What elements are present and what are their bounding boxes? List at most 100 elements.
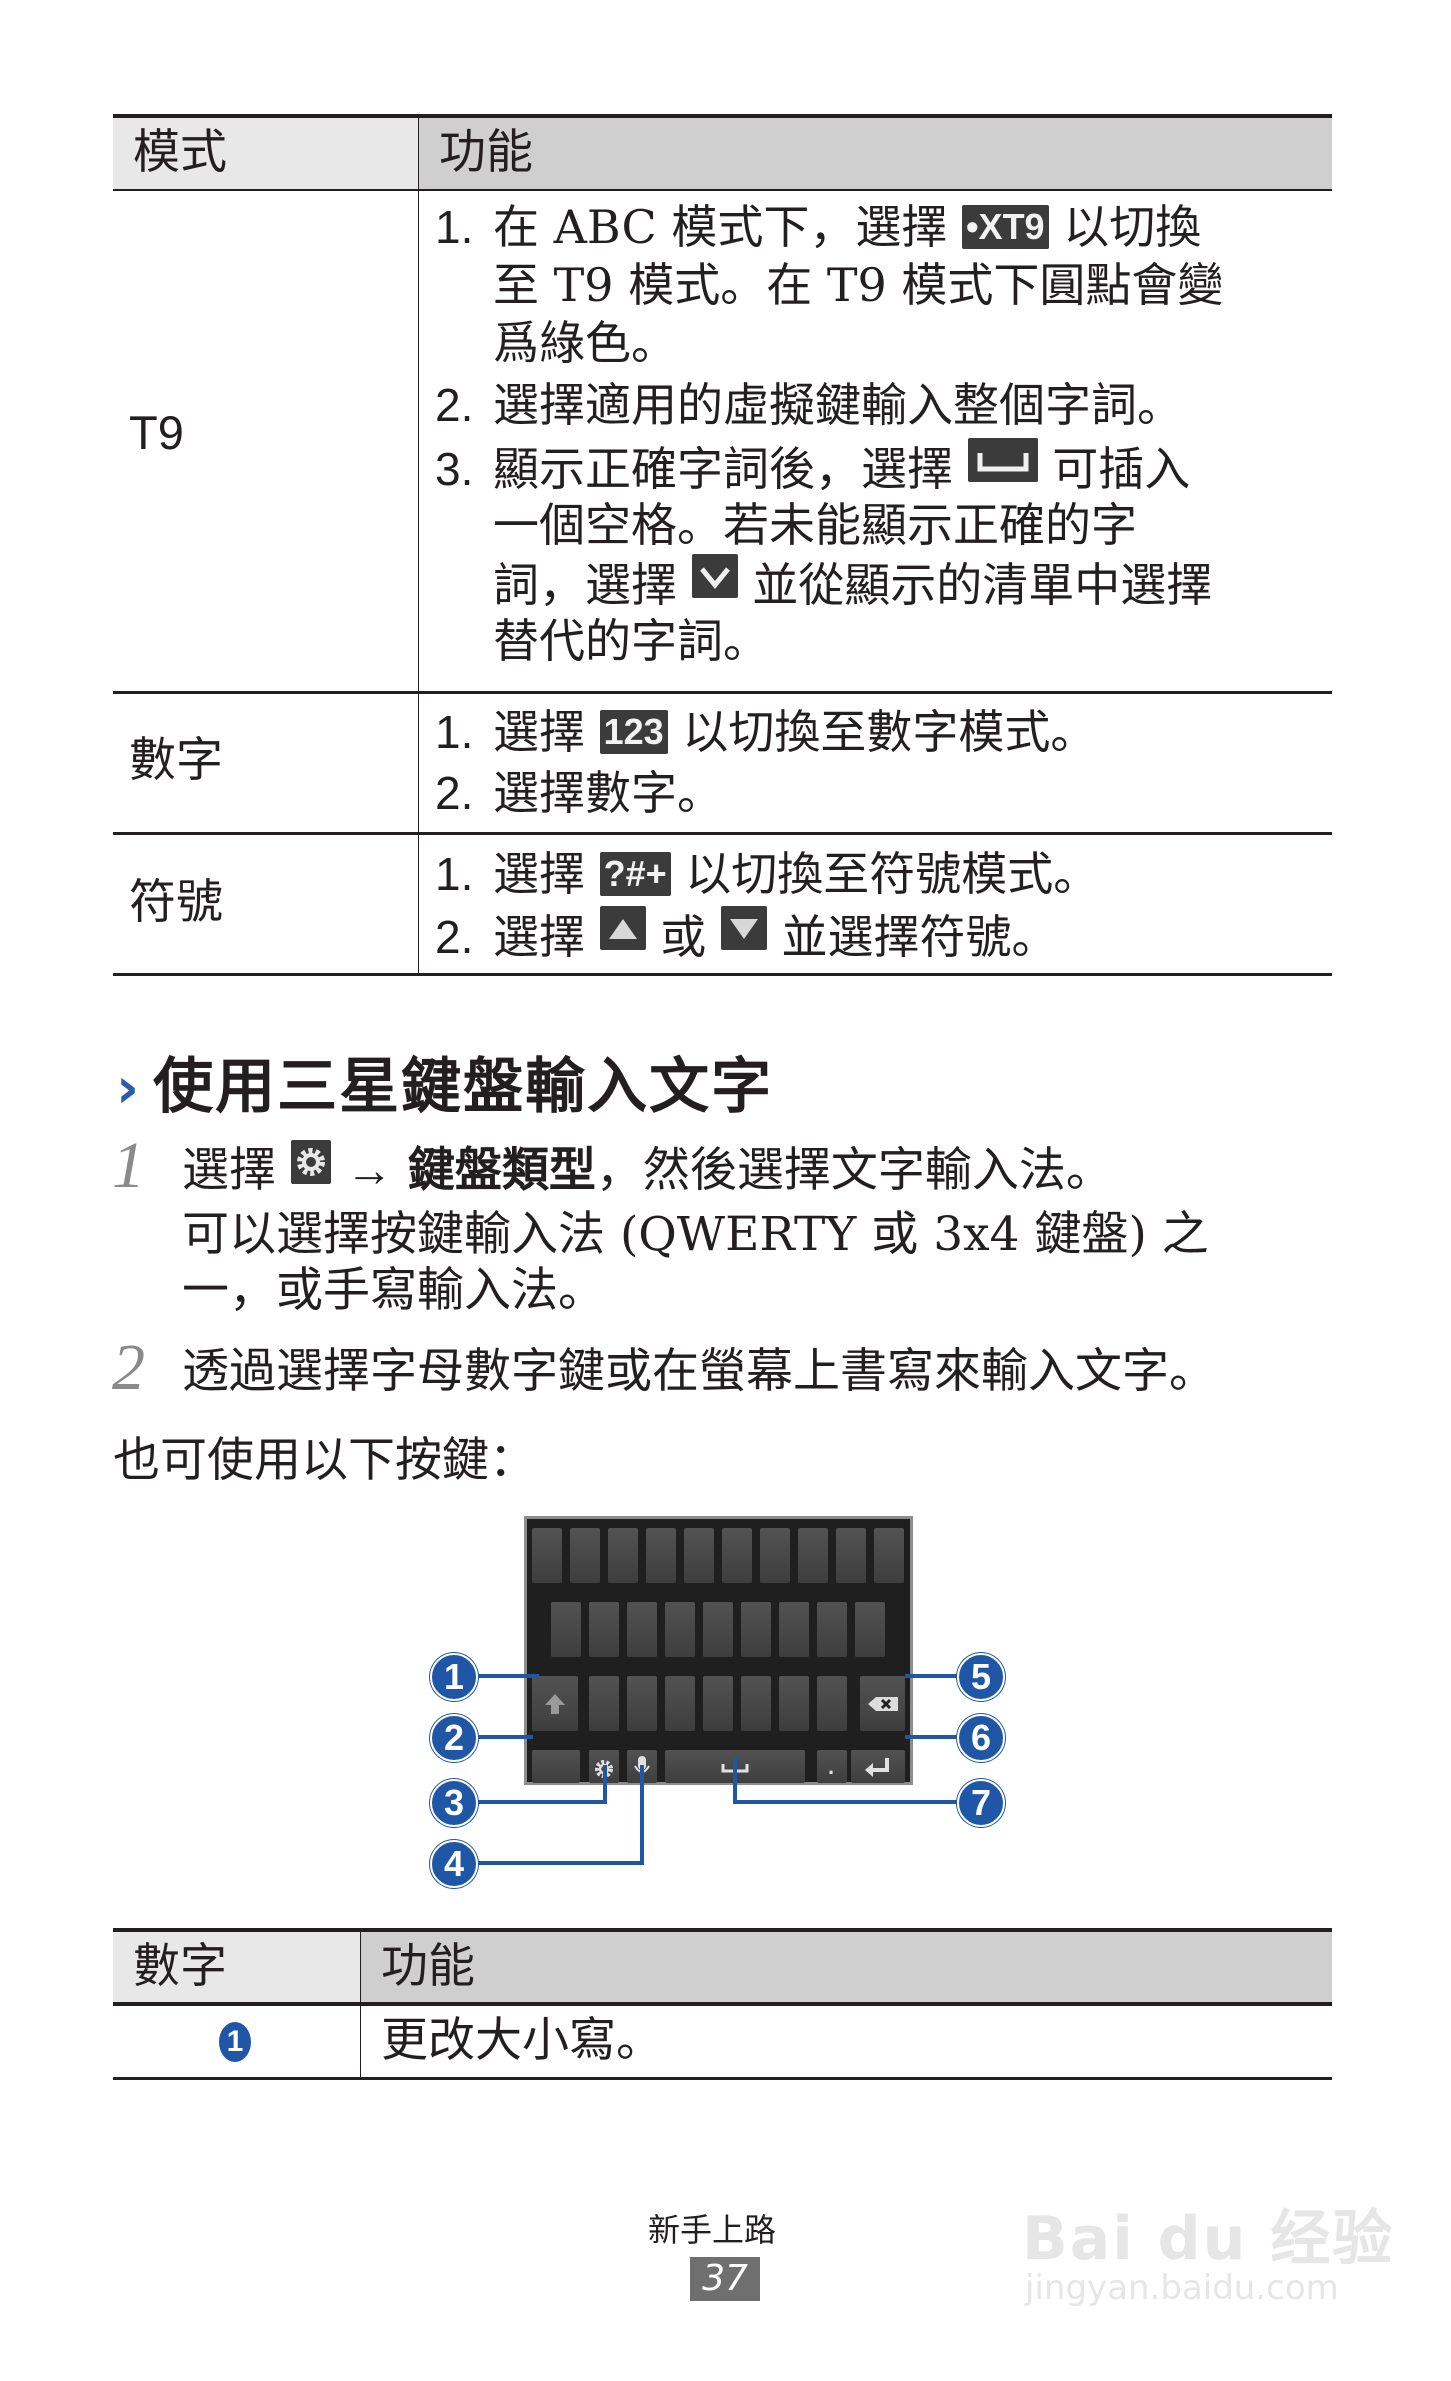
key	[627, 1602, 657, 1657]
callout-5: 5	[957, 1653, 1005, 1701]
t9-item-1-line3: 爲綠色。	[493, 316, 677, 370]
column-divider	[360, 1928, 361, 2078]
header-cell-function	[419, 114, 1332, 190]
chevron-right-icon: ›	[116, 1056, 142, 1121]
shift-arrow-icon	[545, 1694, 565, 1714]
key	[855, 1602, 885, 1657]
arrow-down-key-icon	[720, 906, 767, 950]
key	[798, 1528, 828, 1583]
key	[817, 1676, 847, 1731]
gear-icon	[290, 1140, 331, 1184]
key	[570, 1528, 600, 1583]
numeric-item-2: 2.選擇數字。	[435, 766, 723, 820]
symbol-item-1: 1.選擇 ?#+ 以切換至符號模式。	[435, 847, 1100, 901]
header-cell-function	[361, 1928, 1332, 2004]
leader-line-2	[475, 1735, 533, 1739]
key	[627, 1676, 657, 1731]
key	[684, 1528, 714, 1583]
xt9-key-icon: •XT9	[961, 205, 1049, 249]
step-1-note-line1: 可以選擇按鍵輸入法 (QWERTY 或 3x4 鍵盤) 之	[182, 1207, 1209, 1262]
t9-item-2: 2.選擇適用的虛擬鍵輸入整個字詞。	[435, 378, 1183, 432]
callout-6: 6	[957, 1714, 1005, 1762]
leader-line-3v	[603, 1765, 607, 1804]
keyboard-illustration: .	[524, 1516, 913, 1785]
baidu-watermark-logo: Bai du 经验	[1022, 2204, 1395, 2274]
t9-item-1: 1.在 ABC 模式下，選擇 •XT9 以切換	[435, 200, 1202, 254]
mode-symbol: 符號	[129, 875, 223, 930]
key	[779, 1676, 809, 1731]
arrow-up-key-icon	[599, 906, 646, 950]
baidu-watermark-url: jingyan.baidu.com	[1025, 2268, 1339, 2308]
callout-3: 3	[430, 1779, 478, 1827]
leader-line-7	[735, 1800, 960, 1804]
key	[589, 1602, 619, 1657]
backspace-icon	[868, 1697, 898, 1711]
t9-item-3-line3: 詞，選擇 並從顯示的清單中選擇	[435, 554, 1212, 614]
key	[703, 1676, 733, 1731]
key	[741, 1676, 771, 1731]
backspace-key	[860, 1676, 905, 1731]
key	[817, 1602, 847, 1657]
header-cell-mode	[113, 114, 419, 190]
row-divider	[113, 832, 1332, 835]
key	[532, 1528, 562, 1583]
row-callout-1: 1	[219, 2022, 251, 2062]
key-function-table: 數字 功能 1 更改大小寫。	[113, 1928, 1332, 2080]
leader-line-4	[475, 1861, 643, 1865]
step-1-note-line2: 一，或手寫輸入法。	[182, 1263, 605, 1318]
numeric-item-1: 1.選擇 123 以切換至數字模式。	[435, 705, 1097, 759]
space-key-icon	[967, 438, 1038, 482]
header-mode: 模式	[133, 125, 227, 180]
key	[703, 1602, 733, 1657]
step-number-1: 1	[112, 1129, 145, 1202]
header-divider	[113, 2002, 1332, 2006]
callout-7: 7	[957, 1779, 1005, 1827]
key	[665, 1602, 695, 1657]
key	[589, 1676, 619, 1731]
table-bottom-border	[113, 2077, 1332, 2080]
callout-1: 1	[430, 1653, 478, 1701]
step-1-text: 選擇 → 鍵盤類型，然後選擇文字輸入法。	[182, 1140, 1113, 1200]
header-cell-number	[113, 1928, 361, 2004]
callout-2: 2	[430, 1714, 478, 1762]
mode-numeric: 數字	[129, 733, 223, 788]
period-key: .	[817, 1750, 847, 1783]
enter-icon	[865, 1758, 889, 1777]
callout-4: 4	[430, 1840, 478, 1888]
row-divider	[113, 691, 1332, 694]
table-top-border	[113, 114, 1332, 118]
shift-key	[532, 1676, 578, 1731]
leader-line-1	[475, 1674, 539, 1678]
key	[760, 1528, 790, 1583]
key	[646, 1528, 676, 1583]
t9-item-3-line4: 替代的字詞。	[493, 614, 769, 668]
table-top-border	[113, 1928, 1332, 1932]
page-number: 37	[690, 2257, 760, 2301]
keys-intro: 也可使用以下按鍵：	[113, 1433, 536, 1488]
leader-line-7v	[733, 1758, 737, 1804]
numeric-key-icon: 123	[599, 710, 668, 754]
table-bottom-border	[113, 973, 1332, 976]
mode-t9: T9	[129, 406, 184, 459]
header-function: 功能	[381, 1939, 475, 1994]
section-heading: ›使用三星鍵盤輸入文字	[116, 1052, 774, 1122]
leader-line-4v	[640, 1765, 644, 1865]
header-function: 功能	[439, 125, 533, 180]
step-number-2: 2	[112, 1331, 145, 1404]
symbol-item-2: 2.選擇 或 並選擇符號。	[435, 906, 1058, 966]
t9-item-3-line2: 一個空格。若未能顯示正確的字	[493, 498, 1137, 552]
key	[779, 1602, 809, 1657]
footer-section-title: 新手上路	[648, 2211, 777, 2249]
key	[608, 1528, 638, 1583]
leader-line-6	[905, 1735, 960, 1739]
step-2-text: 透過選擇字母數字鍵或在螢幕上書寫來輸入文字。	[182, 1344, 1216, 1399]
key	[836, 1528, 866, 1583]
symbol-key-icon: ?#+	[599, 852, 671, 896]
enter-key	[851, 1750, 905, 1783]
key	[741, 1602, 771, 1657]
leader-line-5	[905, 1674, 960, 1678]
leader-line-3	[475, 1800, 606, 1804]
key	[874, 1528, 904, 1583]
column-divider	[418, 114, 419, 975]
t9-item-1-line2: 至 T9 模式。在 T9 模式下圓點會變	[493, 258, 1224, 312]
